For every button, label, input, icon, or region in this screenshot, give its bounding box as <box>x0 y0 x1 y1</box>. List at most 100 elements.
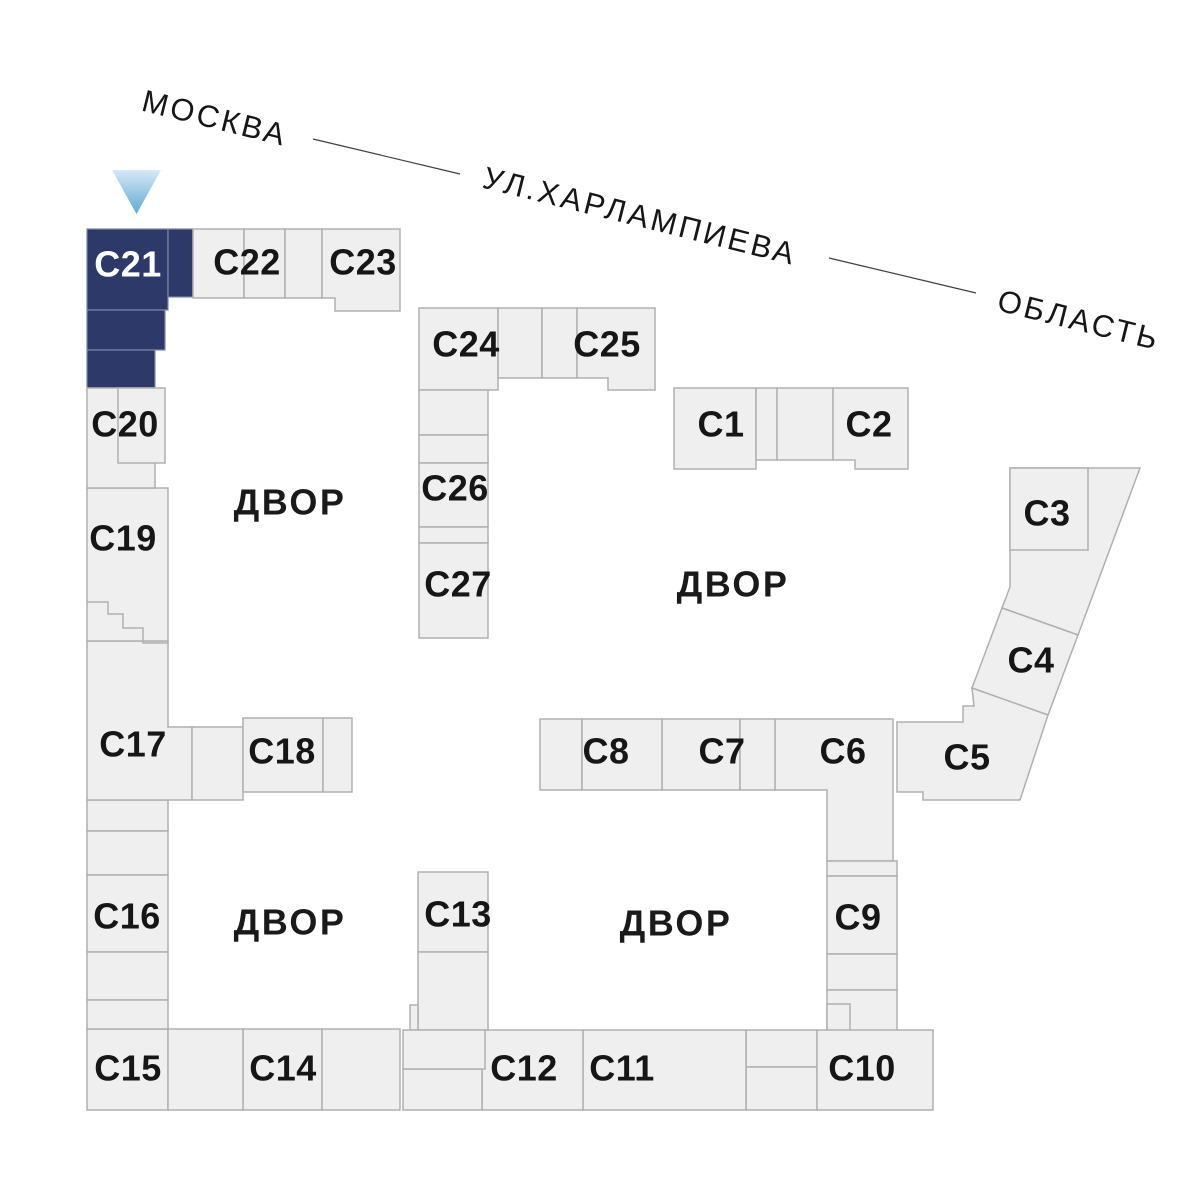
building-c17-section <box>191 726 244 801</box>
building-c6[interactable]: C6 <box>774 718 894 862</box>
building-c1[interactable]: C1 <box>673 387 778 470</box>
building-c14[interactable]: C14 <box>242 1028 401 1111</box>
building-c9-section <box>826 953 898 991</box>
building-c16[interactable]: C16 <box>86 799 169 1030</box>
building-c16-section <box>86 799 169 832</box>
building-c2-section <box>776 387 834 461</box>
building-c19[interactable]: C19 <box>86 487 169 644</box>
building-c9[interactable]: C9 <box>826 860 898 1033</box>
building-c15-section <box>167 1028 244 1111</box>
building-c17[interactable]: C17 <box>86 640 244 801</box>
building-c13-section <box>402 1029 486 1070</box>
building-c11-label: C11 <box>589 1048 655 1089</box>
building-c20-label: C20 <box>91 404 159 445</box>
building-c6-label: C6 <box>819 731 866 772</box>
building-c19-label: C19 <box>89 518 157 559</box>
building-c4-label: C4 <box>1007 640 1054 681</box>
building-c5[interactable]: C5 <box>896 686 1049 801</box>
selected-building-marker-icon <box>112 170 161 214</box>
building-c4[interactable]: C4 <box>971 607 1079 716</box>
marker-layer <box>112 170 161 214</box>
building-c16-section <box>86 951 169 1001</box>
building-c21-label: C21 <box>94 244 162 285</box>
building-c16-label: C16 <box>93 896 161 937</box>
building-c18-section <box>322 717 353 793</box>
building-c22-label: C22 <box>213 242 281 283</box>
street-connector-line-2 <box>828 257 977 294</box>
building-c2[interactable]: C2 <box>776 387 909 470</box>
building-c19-section <box>86 487 169 642</box>
building-c22-section <box>284 228 323 299</box>
building-c25-section <box>576 307 656 391</box>
building-c27-section <box>418 542 489 639</box>
building-c26-section <box>418 434 489 464</box>
building-c10-section <box>816 1029 934 1111</box>
building-c16-section <box>86 830 169 876</box>
building-c1-label: C1 <box>697 404 744 445</box>
building-c21-section <box>86 309 166 351</box>
building-c15-label: C15 <box>94 1048 162 1089</box>
building-c23-label: C23 <box>329 242 397 283</box>
building-c14-section <box>321 1028 401 1111</box>
building-c7[interactable]: C7 <box>661 718 776 791</box>
building-c20-section <box>117 387 166 464</box>
building-c23-section <box>321 228 401 312</box>
building-c21[interactable]: C21 <box>86 228 194 389</box>
building-c10-section <box>745 1066 818 1111</box>
building-c9-section <box>826 860 898 877</box>
building-c17-section <box>86 640 193 801</box>
courtyard-label-1: ДВОР <box>234 482 347 523</box>
building-c24-section <box>497 307 543 379</box>
building-c19-stair-detail <box>87 601 168 644</box>
street-label-1: МОСКВА <box>139 83 292 153</box>
building-c21-section <box>86 228 169 311</box>
building-c15[interactable]: C15 <box>86 1028 244 1111</box>
building-c20[interactable]: C20 <box>86 387 166 489</box>
building-c27[interactable]: C27 <box>418 526 492 639</box>
building-c13-section <box>409 1004 419 1031</box>
courtyard-label-3: ДВОР <box>234 902 347 943</box>
building-c5-section <box>896 686 1049 801</box>
building-c2-label: C2 <box>845 404 892 445</box>
building-c22[interactable]: C22 <box>192 228 323 299</box>
building-c24[interactable]: C24 <box>418 307 543 391</box>
building-c12-label: C12 <box>490 1048 558 1089</box>
building-c23[interactable]: C23 <box>321 228 401 312</box>
building-c11-section <box>582 1029 747 1111</box>
building-c1-section <box>755 387 778 461</box>
building-c8-label: C8 <box>582 731 629 772</box>
building-c9-section <box>826 1003 851 1033</box>
building-c18-section <box>242 717 324 793</box>
building-c25[interactable]: C25 <box>541 307 656 391</box>
building-c24-section <box>418 307 499 391</box>
building-c10[interactable]: C10 <box>745 1029 934 1111</box>
building-c16-section <box>86 874 169 953</box>
building-c25-label: C25 <box>573 324 641 365</box>
building-c7-label: C7 <box>698 731 745 772</box>
building-c13[interactable]: C13 <box>402 871 492 1070</box>
building-c17-label: C17 <box>99 724 167 765</box>
building-c27-section <box>418 526 489 544</box>
building-c16-section <box>86 999 169 1030</box>
street-label-3: ОБЛАСТЬ <box>994 283 1164 357</box>
building-c21-section <box>167 228 194 298</box>
building-c13-label: C13 <box>424 894 492 935</box>
building-c8-section <box>539 718 583 791</box>
street-connector-line-1 <box>312 138 461 175</box>
building-c8[interactable]: C8 <box>539 718 663 791</box>
building-c27-label: C27 <box>424 564 492 605</box>
building-c24-label: C24 <box>432 324 500 365</box>
building-c26-section <box>418 389 489 436</box>
building-c18[interactable]: C18 <box>242 717 353 793</box>
building-c3[interactable]: C3 <box>1001 467 1142 636</box>
street-label-2: УЛ.ХАРЛАМПИЕВА <box>479 160 800 272</box>
building-c26[interactable]: C26 <box>418 389 489 528</box>
building-c11[interactable]: C11 <box>582 1029 747 1111</box>
building-c26-label: C26 <box>421 468 489 509</box>
building-c14-label: C14 <box>249 1048 317 1089</box>
building-c12[interactable]: C12 <box>402 1029 584 1111</box>
